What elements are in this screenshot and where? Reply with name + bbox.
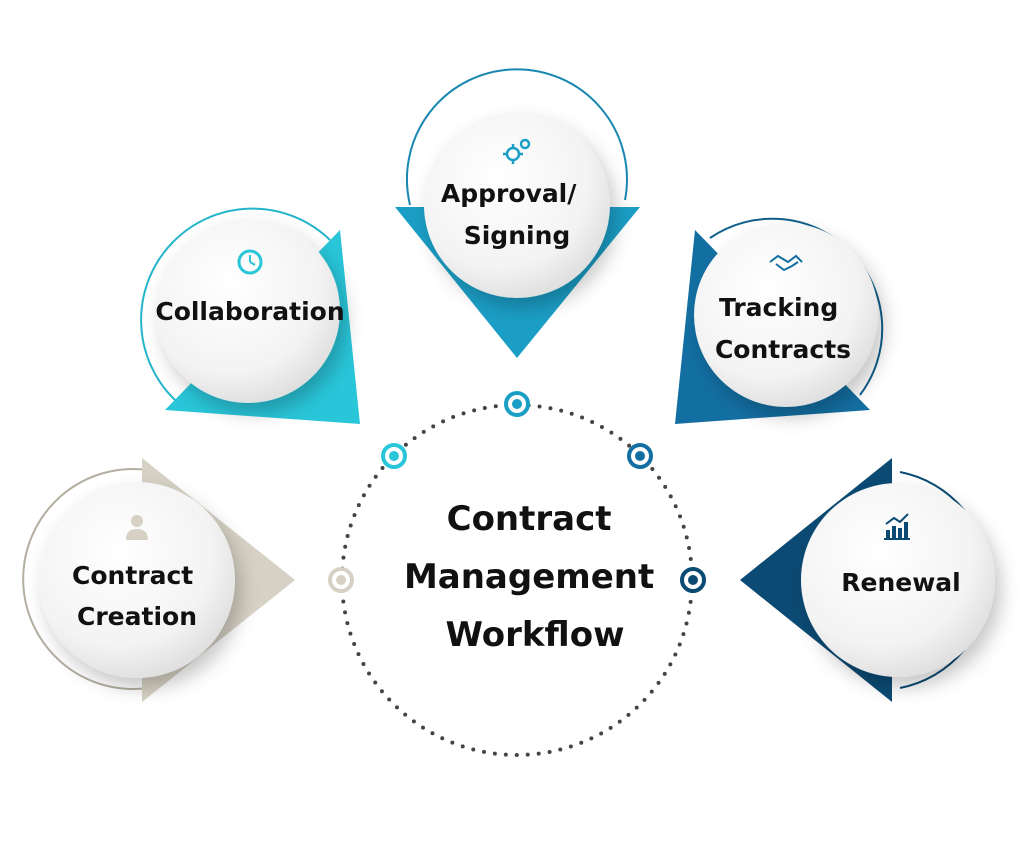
clock-icon [237,249,263,275]
stage-tracking-contracts: Tracking Contracts [627,217,884,469]
approval-signing-label-line-1: Approval/ [441,179,577,208]
renewal-connector-dot [688,575,698,585]
person-icon [126,515,148,540]
center-title-line-2: Management [404,557,654,597]
stage-renewal: Renewal [680,458,995,702]
approval-signing-ring [405,68,628,206]
stage-contract-creation: Contract Creation [22,458,354,702]
renewal-label-line-1: Renewal [841,568,961,597]
contract-creation-disc [39,482,235,678]
tracking-contracts-disc [694,223,878,407]
contract-creation-label-line-1: Contract [72,561,193,590]
renewal-disc [801,483,995,677]
handshake-icon [769,254,803,272]
contract-creation-ring [22,468,149,690]
center-title: Contract Management Workflow [404,499,666,655]
contract-creation-label: Contract Creation [72,561,202,631]
collaboration-label: Collaboration [155,297,344,326]
approval-signing-label: Approval/ Signing [441,179,585,250]
center-title-line-3: Workflow [446,615,625,655]
tracking-contracts-label-line-1: Tracking [719,293,838,322]
stage-approval-signing: Approval/ Signing [395,68,640,417]
gears-icon [503,138,531,164]
contract-creation-label-line-2: Creation [77,602,197,631]
tracking-contracts-connector-dot [635,451,645,461]
approval-signing-disc [424,112,610,298]
collaboration-disc [156,219,340,403]
approval-signing-label-line-2: Signing [464,221,571,250]
stage-collaboration: Collaboration [140,207,407,469]
tracking-contracts-label: Tracking Contracts [715,293,851,364]
chart-icon [884,513,910,540]
collaboration-label-line-1: Collaboration [155,297,344,326]
renewal-label: Renewal [841,568,961,597]
approval-signing-connector-dot [512,399,522,409]
tracking-contracts-label-line-2: Contracts [715,335,851,364]
center-title-line-1: Contract [447,499,612,539]
contract-creation-connector-dot [336,575,346,585]
collaboration-ring [140,207,331,401]
collaboration-connector-dot [389,451,399,461]
